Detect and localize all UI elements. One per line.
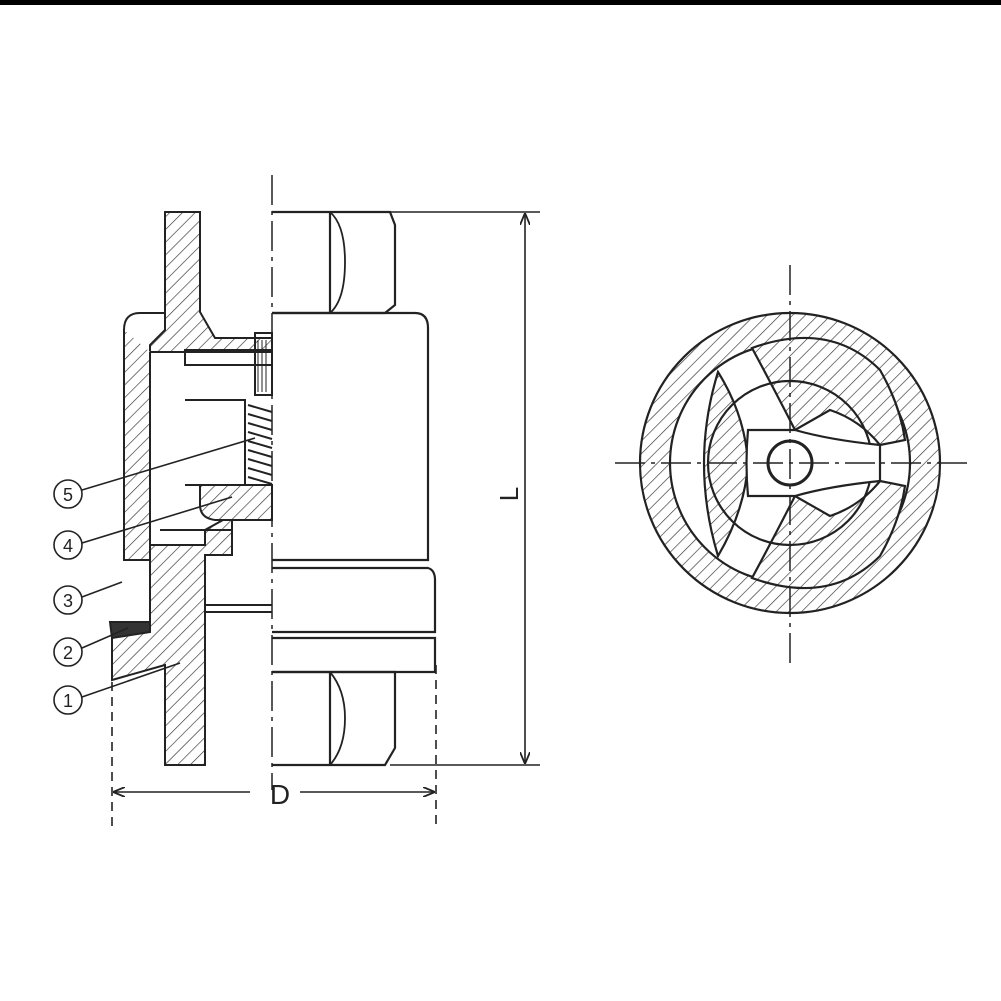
callout-circle-1: [53, 685, 83, 715]
callout-circle-5: [53, 479, 83, 509]
vane-left: [702, 369, 750, 559]
bottom-bore: [205, 604, 272, 613]
dimension-label-L: L: [494, 487, 524, 501]
callout-number-3: 3: [63, 591, 73, 611]
collar: [272, 566, 437, 634]
cap-wall-upper: [123, 212, 166, 331]
callout-number-4: 4: [63, 536, 73, 556]
callout-number-5: 5: [63, 485, 73, 505]
lower-band: [272, 636, 437, 674]
dimension-D: [111, 665, 437, 830]
exterior-view: [272, 210, 437, 767]
callout-circle-4: [53, 530, 83, 560]
callout-number-1: 1: [63, 691, 73, 711]
sealing-ring: [108, 621, 151, 640]
disc-section: [199, 484, 273, 521]
body-left-wall: [123, 330, 151, 561]
spring: [247, 404, 273, 485]
callout-number-2: 2: [63, 643, 73, 663]
callout-circle-2: [53, 637, 83, 667]
bottom-hex: [272, 670, 397, 767]
body-outer: [272, 311, 430, 562]
guide-block: [185, 399, 246, 486]
section-view: [108, 211, 273, 766]
dimension-L: [390, 211, 540, 766]
cap-section: [149, 211, 273, 353]
top-border-bar: [0, 0, 1001, 5]
top-hex: [272, 210, 397, 315]
callout-circle-3: [53, 585, 83, 615]
callouts: [53, 437, 256, 715]
dimension-label-D: D: [270, 779, 290, 810]
